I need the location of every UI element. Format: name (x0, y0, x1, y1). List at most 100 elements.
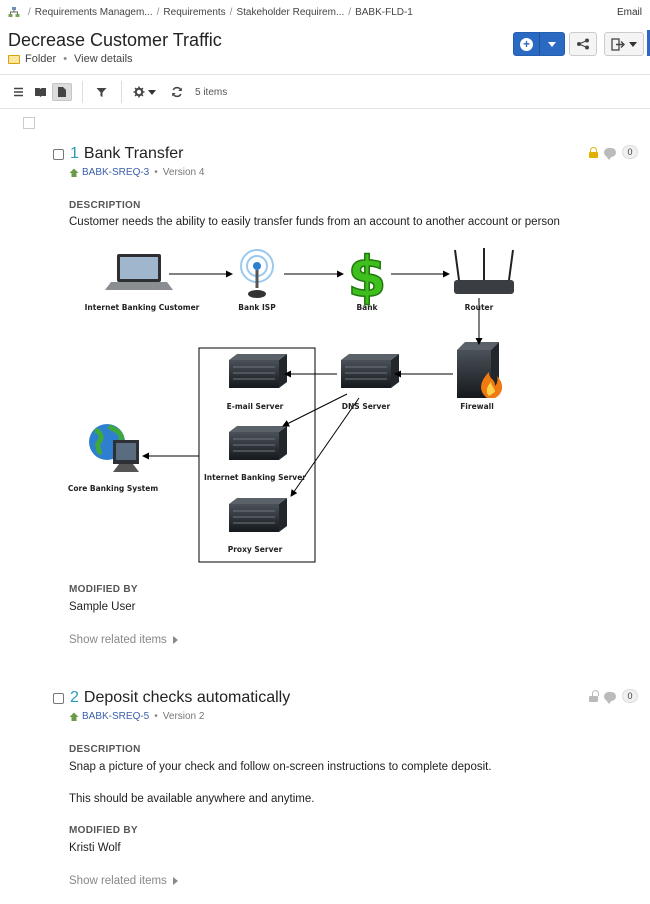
breadcrumb-item-project[interactable]: Requirements Managem... (34, 6, 153, 18)
folder-icon (8, 54, 20, 64)
modified-by-value: Sample User (69, 601, 136, 613)
items-count: 5 items (195, 86, 228, 98)
home-tree-icon[interactable] (8, 6, 20, 18)
add-button[interactable]: + (514, 33, 539, 55)
email-server-icon (229, 354, 287, 388)
book-icon (34, 88, 46, 97)
show-related-items-link[interactable]: Show related items (69, 875, 178, 887)
view-details-link[interactable]: View details (74, 53, 133, 65)
toolbar-divider (82, 81, 83, 103)
requirement-number: 1 (70, 145, 79, 162)
modified-by-label: MODIFIED BY (69, 584, 138, 595)
dot-separator: • (154, 167, 158, 178)
comment-count-badge: 0 (622, 689, 638, 703)
requirement-title[interactable]: Bank Transfer (83, 145, 184, 162)
breadcrumb-separator: / (28, 6, 31, 18)
lock-icon[interactable] (589, 146, 598, 158)
description-label: DESCRIPTION (69, 200, 141, 211)
folder-subline: Folder • View details (8, 53, 133, 65)
list-view-button[interactable] (8, 83, 28, 101)
plus-circle-icon: + (520, 37, 533, 51)
diagram-label: Proxy Server (227, 545, 283, 554)
header-divider (0, 74, 650, 75)
filter-button[interactable] (91, 83, 111, 101)
breadcrumb-separator: / (156, 6, 160, 18)
filter-icon (96, 87, 106, 97)
description-text: Snap a picture of your check and follow … (69, 761, 492, 773)
requirement-type-icon (69, 712, 79, 721)
requirement-code-link[interactable]: BABK-SREQ-5 (82, 711, 150, 722)
diagram-label: Bank (356, 303, 378, 312)
book-view-button[interactable] (30, 83, 50, 101)
modified-by-label: MODIFIED BY (69, 825, 138, 836)
requirement-checkbox[interactable] (53, 692, 64, 704)
internet-banking-server-icon (229, 426, 287, 460)
description-text: Customer needs the ability to easily tra… (69, 216, 560, 228)
laptop-icon (105, 254, 173, 290)
diagram-label: Internet Banking Server (204, 473, 306, 482)
breadcrumb-item-requirements[interactable]: Requirements (163, 6, 226, 18)
breadcrumb-item-current: BABK-FLD-1 (355, 6, 413, 18)
antenna-icon (240, 249, 274, 298)
router-icon (454, 248, 514, 294)
relationship-graph-icon (577, 38, 589, 50)
panel-edge (647, 30, 650, 56)
chevron-down-icon (148, 89, 156, 95)
list-icon (13, 87, 23, 97)
modified-by-value: Kristi Wolf (69, 842, 121, 854)
breadcrumb-separator: / (348, 6, 352, 18)
document-view-button[interactable] (52, 83, 72, 101)
add-dropdown-button[interactable] (539, 33, 564, 55)
relationships-button[interactable] (569, 32, 597, 56)
network-diagram-image: $ (67, 240, 539, 570)
diagram-label: Internet Banking Customer (84, 303, 200, 312)
show-related-label: Show related items (69, 634, 167, 646)
select-all-checkbox[interactable] (23, 117, 35, 129)
requirement-type-icon (69, 168, 79, 177)
chevron-down-icon (548, 41, 556, 47)
diagram-label: Firewall (460, 402, 494, 411)
unlock-icon[interactable] (589, 689, 599, 702)
export-button[interactable] (604, 32, 644, 56)
breadcrumb-separator: / (229, 6, 233, 18)
requirement-version: Version 4 (162, 167, 205, 178)
document-icon (58, 87, 66, 97)
user-menu[interactable]: Email (616, 7, 642, 18)
chevron-right-icon (172, 877, 178, 885)
dollar-icon: $ (348, 245, 387, 310)
requirement-code-link[interactable]: BABK-SREQ-3 (82, 167, 150, 178)
refresh-button[interactable] (167, 83, 187, 101)
show-related-items-link[interactable]: Show related items (69, 634, 178, 646)
requirement-version: Version 2 (162, 711, 205, 722)
description-text-2: This should be available anywhere and an… (69, 793, 315, 805)
toolbar-divider-line (0, 108, 650, 109)
requirement-title[interactable]: Deposit checks automatically (83, 689, 291, 706)
requirement-checkbox[interactable] (53, 148, 64, 160)
add-button-group: + (513, 32, 565, 56)
dot-separator: • (154, 711, 158, 722)
requirement-item: 2 Deposit checks automatically BABK-SREQ… (53, 689, 638, 722)
gear-icon (133, 86, 145, 98)
firewall-icon (457, 342, 503, 398)
toolbar: 5 items (8, 81, 228, 103)
settings-dropdown-button[interactable] (130, 83, 159, 101)
refresh-icon (172, 86, 182, 98)
chevron-down-icon (629, 41, 637, 47)
comment-icon[interactable] (604, 691, 616, 704)
network-diagram-drawing: $ (89, 244, 514, 563)
breadcrumb: / Requirements Managem... / Requirements… (8, 6, 413, 18)
diagram-label: E-mail Server (226, 402, 284, 411)
breadcrumb-item-stakeholder[interactable]: Stakeholder Requirem... (236, 6, 345, 18)
show-related-label: Show related items (69, 875, 167, 887)
requirement-item: 1 Bank Transfer BABK-SREQ-3 • Version 4 … (53, 145, 638, 178)
diagram-label: Core Banking System (67, 484, 159, 493)
comment-icon[interactable] (604, 147, 616, 160)
diagram-label: Bank ISP (238, 303, 276, 312)
diagram-label: Router (464, 303, 494, 312)
requirement-number: 2 (70, 689, 79, 706)
page-title: Decrease Customer Traffic (8, 30, 222, 50)
dot-separator: • (63, 53, 68, 65)
core-banking-globe-icon (89, 424, 139, 472)
folder-type-label: Folder (25, 53, 57, 65)
dns-server-icon (341, 354, 399, 388)
